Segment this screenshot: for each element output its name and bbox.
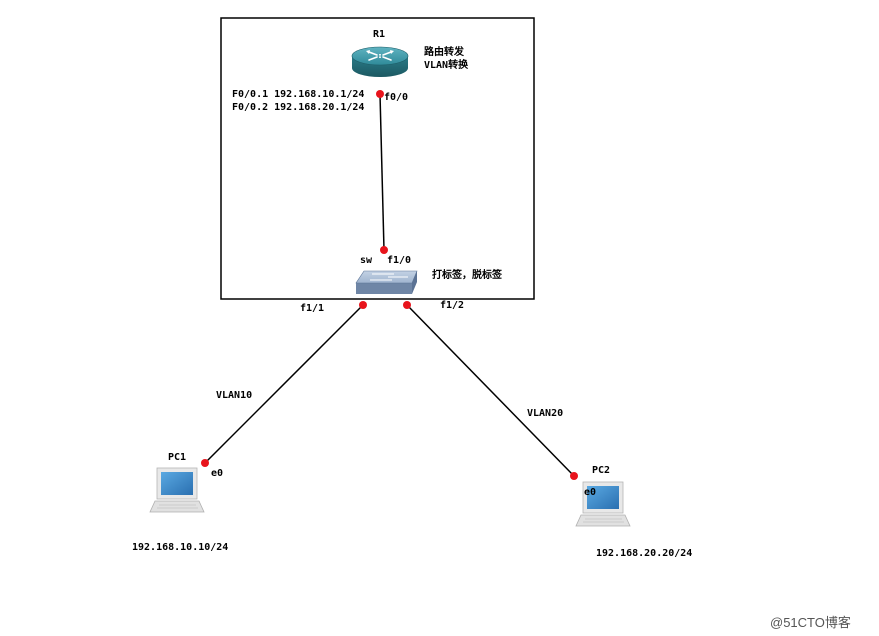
pc2-name-label: PC2 [592,465,611,476]
switch-note-label: 打标签，脱标签 [432,270,502,281]
router-switch-boundary [220,17,535,300]
router-subif2-label: F0/0.2 192.168.20.1/24 [232,102,365,113]
vlan20-link-label: VLAN20 [527,408,564,419]
pc1-icon[interactable] [149,467,205,513]
switch-port-left-label: f1/1 [300,303,325,314]
pc1-ip-label: 192.168.10.10/24 [132,542,229,553]
port-dot-pc1-e0 [201,459,209,467]
pc2-icon[interactable] [575,481,631,527]
router-subif1-label: F0/0.1 192.168.10.1/24 [232,89,365,100]
pc2-port-label: e0 [584,487,597,498]
pc1-port-label: e0 [211,468,224,479]
link-r1-sw [379,93,385,251]
router-role-line1: 路由转发 [424,47,464,58]
port-dot-sw-f1-1 [359,301,367,309]
port-dot-pc2-e0 [570,472,578,480]
port-dot-sw-f1-0 [380,246,388,254]
link-sw-pc2 [406,304,575,477]
switch-icon[interactable] [355,270,418,294]
switch-uplink-port-label: f1/0 [387,255,412,266]
router-name-label: R1 [373,29,386,40]
pc1-name-label: PC1 [168,452,187,463]
router-icon[interactable] [351,46,409,77]
pc2-ip-label: 192.168.20.20/24 [596,548,693,559]
router-port-label: f0/0 [384,92,409,103]
switch-name-label: sw [360,255,373,266]
vlan10-link-label: VLAN10 [216,390,253,401]
port-dot-sw-f1-2 [403,301,411,309]
switch-port-right-label: f1/2 [440,300,465,311]
router-role-line2: VLAN转换 [424,60,469,71]
link-sw-pc1 [204,304,364,464]
watermark-text: @51CTO博客 [770,615,851,630]
port-dot-r1-f0-0 [376,90,384,98]
